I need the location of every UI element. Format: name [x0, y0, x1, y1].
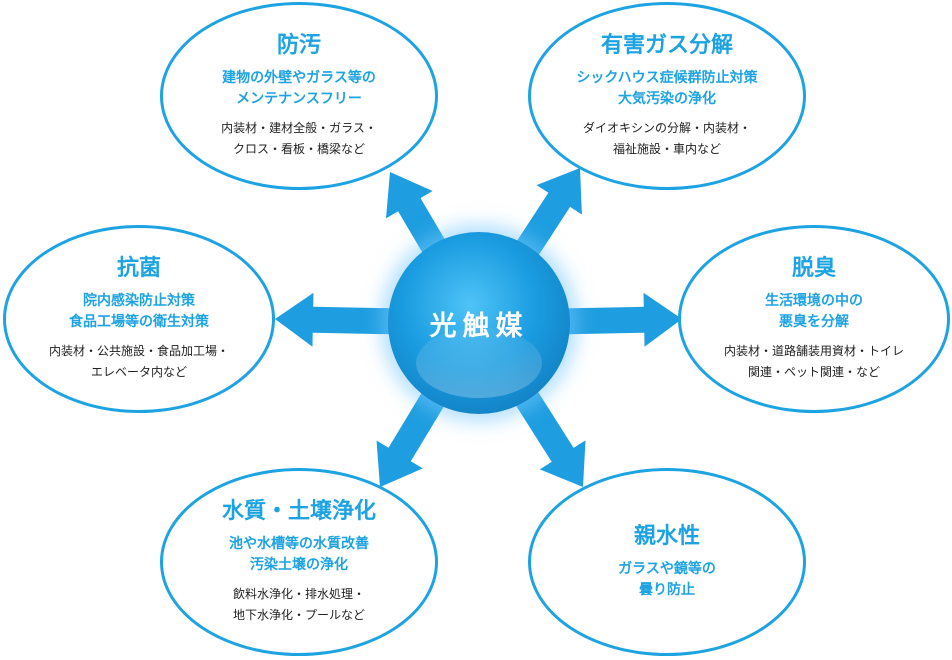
subtitle-line: 汚染土壌の浄化 — [250, 557, 348, 573]
note-line: 福祉施設・車内など — [612, 142, 721, 156]
bubble-title: 親水性 — [633, 524, 700, 549]
bubble-title: 脱臭 — [791, 256, 836, 281]
bubble-note: 内装材・道路舗装用資材・トイレ 関連・ペット関連・など — [724, 341, 904, 383]
note-line: 地下水浄化・プールなど — [232, 608, 365, 622]
bubble-subtitle: 建物の外壁やガラス等の メンテナンスフリー — [222, 68, 376, 110]
center-hub: 光触媒 — [388, 232, 570, 414]
bubble-subtitle: ガラスや鏡等の 曇り防止 — [618, 559, 716, 601]
note-line: 内装材・建材全般・ガラス・ — [221, 121, 377, 135]
bubble-title: 抗菌 — [116, 256, 161, 281]
subtitle-line: ガラスや鏡等の — [618, 561, 716, 577]
bubble-title: 有害ガス分解 — [600, 33, 733, 58]
note-line: エレベータ内など — [90, 365, 187, 379]
bubble-gas-decomposition: 有害ガス分解 シックハウス症候群防止対策 大気汚染の浄化 ダイオキシンの分解・内… — [528, 2, 806, 190]
bubble-subtitle: 院内感染防止対策 食品工場等の衛生対策 — [69, 291, 209, 333]
note-line: ダイオキシンの分解・内装材・ — [582, 121, 751, 135]
bubble-antifouling: 防汚 建物の外壁やガラス等の メンテナンスフリー 内装材・建材全般・ガラス・ ク… — [160, 2, 438, 190]
subtitle-line: メンテナンスフリー — [236, 91, 362, 107]
bubble-title: 水質・土壌浄化 — [221, 499, 376, 524]
bubble-antibacterial: 抗菌 院内感染防止対策 食品工場等の衛生対策 内装材・公共施設・食品加工場・ エ… — [3, 225, 275, 413]
hub-highlight — [416, 328, 542, 398]
bubble-deodorization: 脱臭 生活環境の中の 悪臭を分解 内装材・道路舗装用資材・トイレ 関連・ペット関… — [678, 225, 950, 413]
bubble-title: 防汚 — [276, 33, 321, 58]
note-line: クロス・看板・橋梁など — [232, 142, 365, 156]
note-line: 内装材・公共施設・食品加工場・ — [48, 344, 229, 358]
bubble-note: ダイオキシンの分解・内装材・ 福祉施設・車内など — [583, 118, 751, 160]
bubble-subtitle: シックハウス症候群防止対策 大気汚染の浄化 — [576, 68, 757, 110]
subtitle-line: 悪臭を分解 — [779, 314, 849, 330]
bubble-note: 内装材・公共施設・食品加工場・ エレベータ内など — [49, 341, 229, 383]
bubble-note: 飲料水浄化・排水処理・ 地下水浄化・プールなど — [233, 584, 365, 626]
note-line: 飲料水浄化・排水処理・ — [232, 587, 365, 601]
note-line: 関連・ペット関連・など — [747, 365, 880, 379]
subtitle-line: 食品工場等の衛生対策 — [69, 314, 209, 330]
bubble-note: 内装材・建材全般・ガラス・ クロス・看板・橋梁など — [221, 118, 377, 160]
bubble-subtitle: 生活環境の中の 悪臭を分解 — [765, 291, 863, 333]
bubble-hydrophilic: 親水性 ガラスや鏡等の 曇り防止 — [528, 468, 806, 656]
subtitle-line: 院内感染防止対策 — [83, 293, 195, 309]
note-line: 内装材・道路舗装用資材・トイレ — [723, 344, 904, 358]
subtitle-line: 大気汚染の浄化 — [618, 91, 716, 107]
subtitle-line: 曇り防止 — [638, 582, 695, 598]
subtitle-line: シックハウス症候群防止対策 — [576, 70, 758, 86]
subtitle-line: 池や水槽等の水質改善 — [229, 536, 369, 552]
center-label: 光触媒 — [429, 310, 529, 342]
bubble-subtitle: 池や水槽等の水質改善 汚染土壌の浄化 — [229, 534, 369, 576]
subtitle-line: 建物の外壁やガラス等の — [222, 70, 376, 86]
bubble-water-soil-purification: 水質・土壌浄化 池や水槽等の水質改善 汚染土壌の浄化 飲料水浄化・排水処理・ 地… — [160, 468, 438, 656]
subtitle-line: 生活環境の中の — [765, 293, 863, 309]
